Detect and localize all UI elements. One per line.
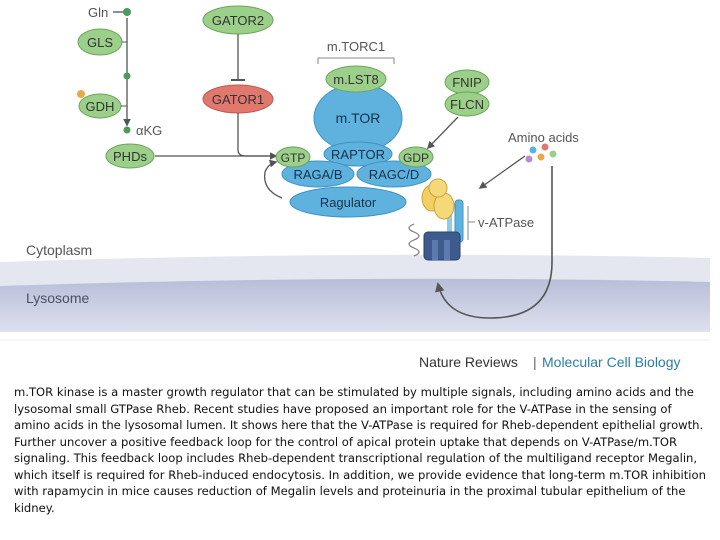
ragulator-node [289, 186, 407, 218]
lysosomal-amino-acid-feedback-arrow [435, 166, 553, 319]
phds-label: PHDs [113, 149, 147, 164]
akg-label: αKG [136, 123, 162, 138]
amino-acids-to-vatpase-arrow [478, 155, 526, 189]
v-atpase-v0-ring-icon [423, 231, 461, 261]
flcn-label: FLCN [450, 97, 484, 112]
amino-acid-icon [549, 150, 557, 158]
gls-label: GLS [87, 35, 113, 50]
raptor-node [323, 141, 393, 167]
amino-acid-icon [525, 155, 533, 163]
lysosome-label: Lysosome [26, 290, 90, 306]
akg-molecule-icon [123, 126, 131, 134]
mtorc1-label: m.TORC1 [327, 39, 385, 54]
flcn-to-gdp-arrow [426, 116, 459, 150]
gdp-node [398, 146, 434, 168]
gator1-inhibits-gtp [237, 113, 276, 157]
gator2-label: GATOR2 [212, 13, 264, 28]
amino-acid-icon [537, 153, 545, 161]
credit-separator: | [533, 354, 537, 370]
mtor-label: m.TOR [336, 110, 381, 126]
v-atpase-spring-icon [408, 223, 420, 257]
glutamate-molecule-icon [123, 72, 131, 80]
v-atpase-label: v-ATPase [478, 215, 534, 230]
mtorc1-bracket [317, 57, 395, 64]
gdp-label: GDP [403, 151, 429, 165]
credit-publisher: Nature Reviews [419, 354, 518, 370]
ragulator-label: Ragulator [320, 195, 377, 210]
gdh-cofactor-icon [77, 90, 85, 98]
figure-caption: m.TOR kinase is a master growth regulato… [14, 385, 706, 515]
amino-acid-icon [529, 146, 537, 154]
v-atpase-v1-subunit-icon [428, 178, 448, 198]
gln-molecule-icon [123, 8, 131, 16]
phds-node [105, 143, 155, 169]
credit-journal: Molecular Cell Biology [542, 354, 681, 370]
gtp-loop-arrow [263, 159, 283, 199]
ragc-d-label: RAGC/D [369, 167, 420, 182]
v-atpase-v0-ring-icon [444, 240, 450, 260]
gtp-label: GTP [281, 151, 306, 165]
amino-acids-label: Amino acids [508, 130, 579, 145]
flcn-node [444, 91, 490, 117]
gator1-label: GATOR1 [212, 92, 264, 107]
amino-acid-icon [541, 143, 549, 151]
ragc-d-node [356, 160, 432, 188]
raga-b-label: RAGA/B [293, 167, 342, 182]
mlst8-label: m.LST8 [333, 72, 379, 87]
gdh-label: GDH [86, 99, 115, 114]
raga-b-node [281, 160, 355, 188]
mlst8-node [325, 65, 387, 93]
raptor-label: RAPTOR [331, 147, 385, 162]
gtp-node [275, 146, 311, 168]
fnip-label: FNIP [452, 75, 482, 90]
gln-label: Gln [88, 5, 108, 20]
cytoplasm-label: Cytoplasm [26, 242, 92, 258]
v-atpase-v0-ring-icon [432, 240, 438, 260]
lysosome-region [0, 278, 710, 332]
v-atpase-complex: v-ATPase [408, 178, 534, 261]
